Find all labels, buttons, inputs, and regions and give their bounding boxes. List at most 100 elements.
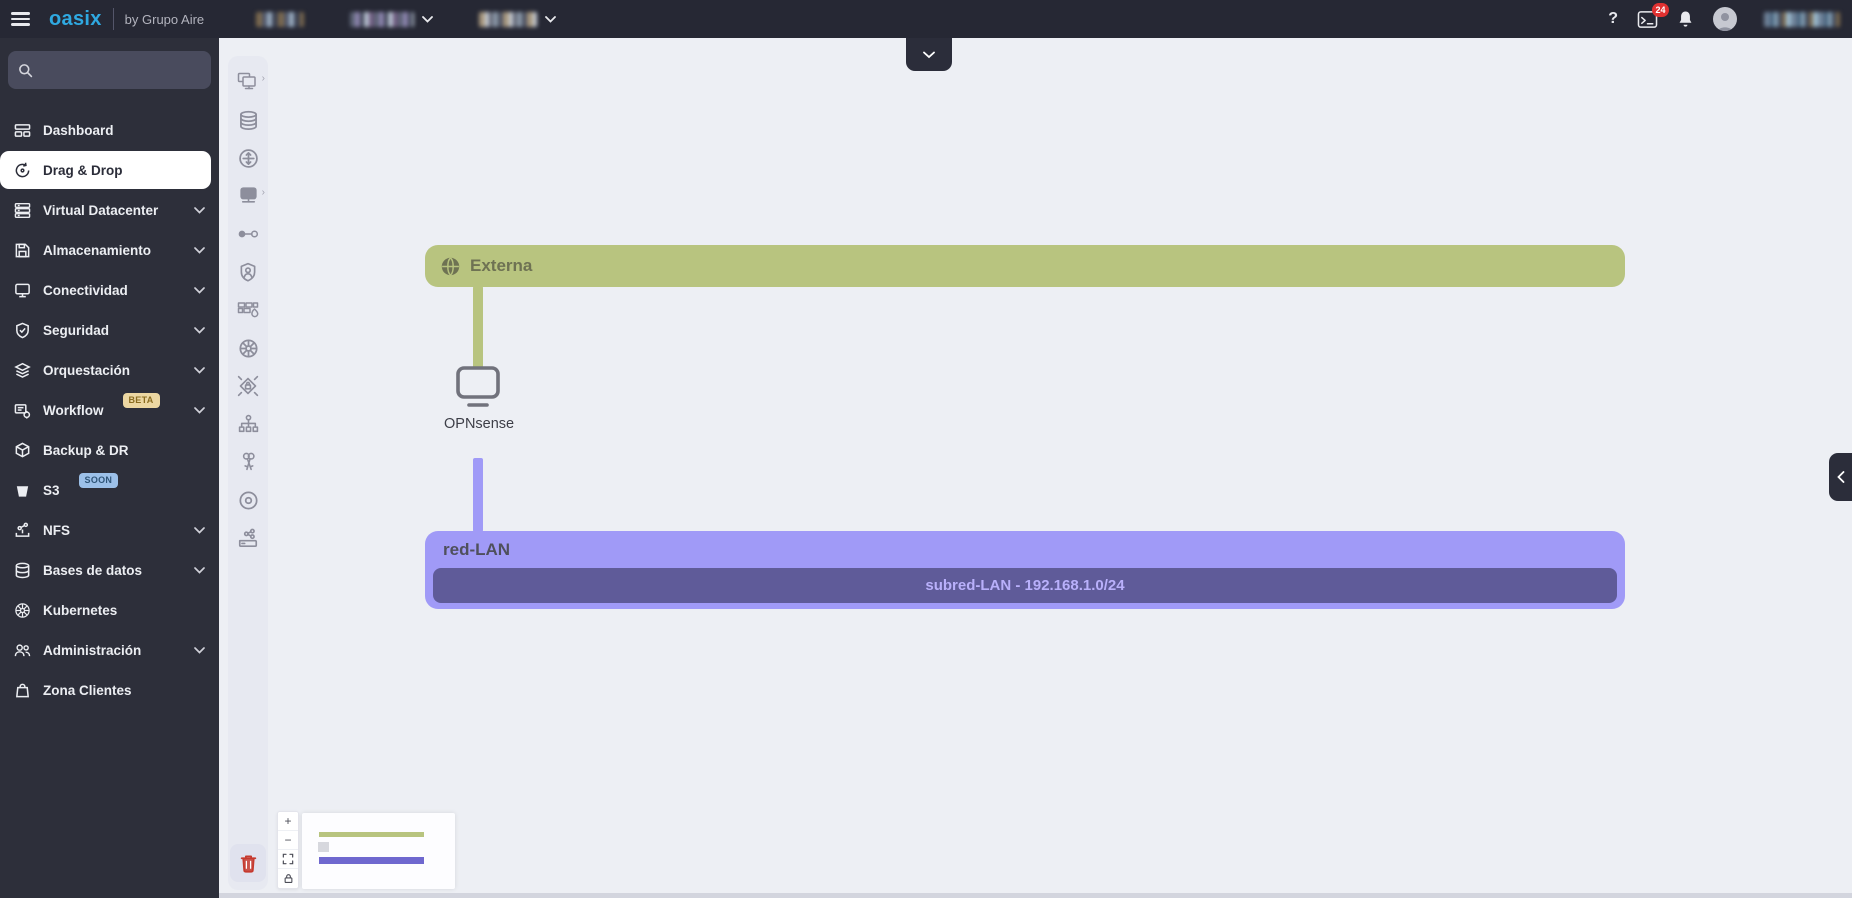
redacted-dropdown-1[interactable]: [350, 11, 434, 27]
sidebar-item-zona-clientes[interactable]: Zona Clientes: [0, 670, 219, 710]
sidebar-item-label: Backup & DR: [43, 442, 129, 458]
workflow-icon: [14, 403, 30, 419]
edge-external-to-device[interactable]: [473, 286, 483, 369]
bell-icon[interactable]: [1677, 10, 1694, 29]
redacted-label: [350, 11, 415, 27]
key-link-icon: [238, 230, 258, 238]
console-button[interactable]: 24: [1637, 2, 1669, 29]
shield-user-icon: [240, 262, 256, 282]
tool-iso-image[interactable]: [228, 481, 268, 519]
sidebar-item-label: Virtual Datacenter: [43, 202, 159, 218]
search-box[interactable]: [8, 51, 211, 89]
sidebar-item-seguridad[interactable]: Seguridad: [0, 310, 219, 350]
redacted-dropdown-2[interactable]: [479, 11, 557, 27]
tool-database-service[interactable]: [228, 101, 268, 139]
tool-security-group[interactable]: [228, 253, 268, 291]
kubernetes-icon: [238, 338, 258, 358]
right-panel-toggle[interactable]: [1829, 453, 1852, 501]
sidebar-item-administracion[interactable]: Administración: [0, 630, 219, 670]
sidebar-item-label: Drag & Drop: [43, 162, 123, 178]
app-logo[interactable]: oasix: [49, 7, 102, 30]
sidebar: Dashboard Drag & Drop Virtual Datacenter…: [0, 38, 219, 898]
redacted-username[interactable]: [1764, 11, 1840, 27]
sidebar-item-nfs[interactable]: NFS: [0, 510, 219, 550]
storage-icon: [15, 243, 29, 257]
chevron-down-icon: [194, 326, 205, 334]
sidebar-item-label: Bases de datos: [43, 562, 143, 578]
bag-icon: [15, 683, 29, 697]
sidebar-item-label: S3: [43, 482, 60, 498]
tool-virtual-machine[interactable]: ›: [228, 63, 268, 101]
help-button[interactable]: ?: [1608, 10, 1618, 27]
database-icon: [239, 110, 257, 130]
minimap[interactable]: [302, 813, 455, 889]
sidebar-item-label: Conectividad: [43, 282, 128, 298]
tool-load-balancer[interactable]: [228, 405, 268, 443]
chevron-down-icon: [194, 526, 205, 534]
top-panel-toggle[interactable]: [906, 38, 952, 71]
fit-view-button[interactable]: [278, 850, 298, 869]
tool-appliance[interactable]: ›: [228, 177, 268, 215]
delete-drop-zone[interactable]: [230, 844, 266, 882]
soon-badge: SOON: [78, 472, 119, 488]
sidebar-item-dashboard[interactable]: Dashboard: [0, 110, 219, 150]
sidebar-item-s3[interactable]: S3 SOON: [0, 470, 219, 510]
chevron-down-icon: [194, 286, 205, 294]
firewall-icon: [237, 302, 259, 318]
notification-count-badge: 24: [1652, 2, 1669, 17]
zoom-in-button[interactable]: +: [278, 812, 298, 831]
tool-nfs-share[interactable]: [228, 519, 268, 557]
avatar[interactable]: [1713, 7, 1737, 31]
external-network-node[interactable]: Externa: [425, 245, 1625, 287]
lan-subnet-node[interactable]: subred-LAN - 192.168.1.0/24: [433, 568, 1617, 603]
sidebar-item-backup-dr[interactable]: Backup & DR: [0, 430, 219, 470]
tool-dhcp[interactable]: ›: [228, 139, 268, 177]
sidebar-item-almacenamiento[interactable]: Almacenamiento: [0, 230, 219, 270]
sidebar-item-bases-de-datos[interactable]: Bases de datos: [0, 550, 219, 590]
lock-interactivity-button[interactable]: [278, 869, 298, 888]
external-network-label: Externa: [470, 256, 533, 275]
redacted-menu-item[interactable]: [256, 11, 305, 27]
tool-palette: › › ›: [228, 56, 268, 890]
diagram-canvas[interactable]: › › ›: [219, 38, 1852, 898]
sidebar-item-label: Seguridad: [43, 322, 110, 338]
topbar: oasix by Grupo Aire ? 24: [0, 0, 1852, 38]
tool-firewall[interactable]: [228, 291, 268, 329]
lan-network-label: red-LAN: [443, 540, 511, 559]
search-input[interactable]: [41, 61, 201, 79]
sidebar-item-label: NFS: [43, 522, 70, 538]
sidebar-item-label: Kubernetes: [43, 602, 118, 618]
sidebar-item-label: Zona Clientes: [43, 682, 132, 698]
sidebar-item-conectividad[interactable]: Conectividad: [0, 270, 219, 310]
tool-kubernetes[interactable]: [228, 329, 268, 367]
chevron-down-icon: [194, 246, 205, 254]
minimap-device: [318, 842, 329, 852]
firewall-device-label: OPNsense: [444, 416, 515, 432]
sidebar-item-workflow[interactable]: Workflow BETA: [0, 390, 219, 430]
sidebar-item-orquestacion[interactable]: Orquestación: [0, 350, 219, 390]
firewall-device-node[interactable]: OPNsense: [444, 365, 515, 432]
sidebar-item-drag-drop[interactable]: Drag & Drop: [0, 151, 211, 189]
sidebar-item-label: Orquestación: [43, 362, 131, 378]
fit-view-icon: [282, 853, 294, 865]
tool-ssh-keys[interactable]: [228, 443, 268, 481]
connectivity-icon: [14, 283, 30, 297]
sidebar-item-virtual-datacenter[interactable]: Virtual Datacenter: [0, 190, 219, 230]
chevron-down-icon: [194, 406, 205, 414]
chevron-down-icon: [194, 566, 205, 574]
lan-network-node[interactable]: red-LAN subred-LAN - 192.168.1.0/24: [425, 531, 1625, 609]
zoom-out-button[interactable]: −: [278, 831, 298, 850]
sidebar-item-kubernetes[interactable]: Kubernetes: [0, 590, 219, 630]
dashboard-icon: [14, 123, 30, 137]
lan-subnet-label: subred-LAN - 192.168.1.0/24: [925, 577, 1125, 594]
nfs-icon: [15, 522, 29, 537]
kubernetes-icon: [14, 602, 30, 618]
edge-device-to-lan[interactable]: [473, 458, 483, 532]
tool-vpn[interactable]: [228, 367, 268, 405]
tool-api-key[interactable]: [228, 215, 268, 253]
menu-toggle-icon[interactable]: [11, 9, 30, 29]
circle-arrows-icon: [238, 148, 258, 168]
sidebar-nav: Dashboard Drag & Drop Virtual Datacenter…: [0, 110, 219, 710]
database-icon: [15, 562, 29, 578]
chevron-down-icon: [923, 51, 935, 58]
